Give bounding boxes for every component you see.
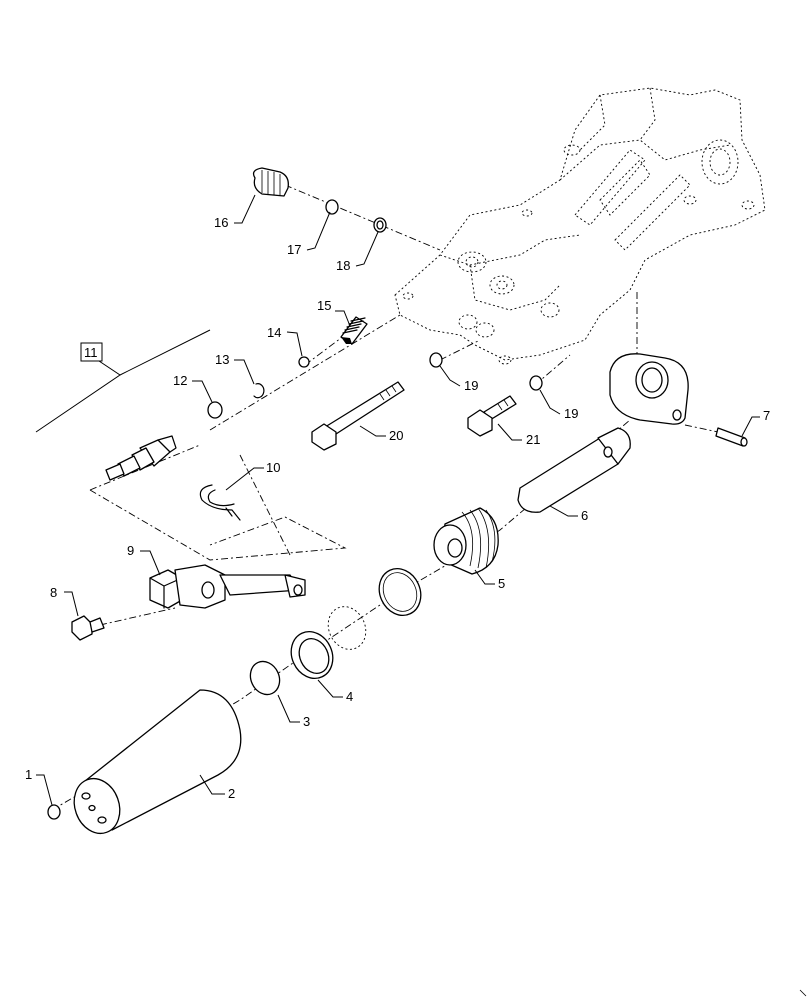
part-19-washer-b xyxy=(529,375,543,391)
valve-housing xyxy=(394,87,766,365)
part-19-washer-a xyxy=(429,352,443,368)
callout-20: 20 xyxy=(389,428,403,443)
part-3-oring xyxy=(249,660,281,696)
part-1-oring xyxy=(47,804,61,820)
callout-17: 17 xyxy=(287,242,301,257)
callout-10: 10 xyxy=(266,460,280,475)
callout-5: 5 xyxy=(498,576,505,591)
callout-7: 7 xyxy=(763,408,770,423)
part-20-long-bolt xyxy=(311,381,405,451)
part-6-rod xyxy=(517,427,631,513)
part-21-bolt xyxy=(467,395,517,437)
part-4-backup-ring xyxy=(290,631,334,679)
part-7-pin xyxy=(715,427,748,447)
callout-1: 1 xyxy=(25,767,32,782)
callout-labels: 1 2 3 4 5 6 7 8 9 10 11 12 13 14 15 16 1… xyxy=(25,215,770,801)
callout-4: 4 xyxy=(346,689,353,704)
callout-3: 3 xyxy=(303,714,310,729)
part-9-linkage xyxy=(149,564,306,609)
part-12-ring xyxy=(207,401,223,419)
callout-18: 18 xyxy=(336,258,350,273)
callout-6: 6 xyxy=(581,508,588,523)
part-seal-upper xyxy=(378,568,422,616)
callout-11: 11 xyxy=(84,345,98,360)
part-10-clip xyxy=(199,484,241,521)
callout-9: 9 xyxy=(127,543,134,558)
leader-lines xyxy=(35,194,760,806)
part-seal-dotted xyxy=(327,606,367,650)
centerlines xyxy=(51,184,719,811)
callout-21: 21 xyxy=(526,432,540,447)
part-17-ring xyxy=(325,199,339,215)
part-5-piston xyxy=(433,507,499,575)
part-18-washer xyxy=(373,217,387,233)
callout-15: 15 xyxy=(317,298,331,313)
callout-13: 13 xyxy=(215,352,229,367)
clevis-body xyxy=(609,353,689,425)
part-16-plug xyxy=(252,167,289,197)
callout-19-b: 19 xyxy=(564,406,578,421)
part-8-bolt xyxy=(71,615,105,641)
part-13-ring xyxy=(253,383,265,399)
callout-8: 8 xyxy=(50,585,57,600)
callout-11-box xyxy=(80,342,103,362)
callout-19-a: 19 xyxy=(464,378,478,393)
callout-2: 2 xyxy=(228,786,235,801)
part-2-cylinder xyxy=(73,689,242,835)
part-14-ball xyxy=(298,356,310,368)
callout-16: 16 xyxy=(214,215,228,230)
corner-mark xyxy=(799,989,807,997)
part-15-spring xyxy=(340,316,368,345)
callout-14: 14 xyxy=(267,325,281,340)
part-11-valve-assembly xyxy=(105,435,177,481)
callout-12: 12 xyxy=(173,373,187,388)
